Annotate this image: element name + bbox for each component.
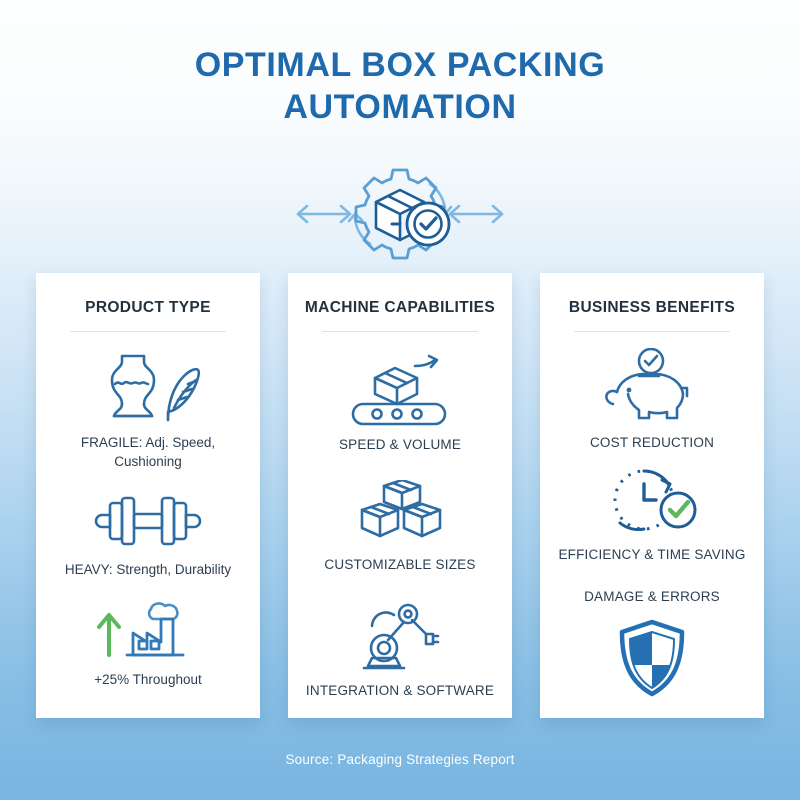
- header-divider: [70, 331, 226, 332]
- card-item: COST REDUCTION: [540, 348, 764, 452]
- card-item-label: FRAGILE: Adj. Speed, Cushioning: [80, 435, 216, 469]
- card-item: HEAVY: Strength, Durability: [36, 491, 260, 579]
- shield-icon: [616, 618, 688, 698]
- source-note: Source: Packaging Strategies Report: [285, 752, 515, 767]
- card-item-label: SPEED & VOLUME: [338, 437, 462, 452]
- card-item-label: CUSTOMIZABLE SIZES: [324, 557, 476, 572]
- card-item: DAMAGE & ERRORS: [540, 578, 764, 698]
- vase-feather-icon: [96, 348, 200, 424]
- factory-growth-arrow-icon: [89, 599, 207, 661]
- page-title: OPTIMAL BOX PACKING AUTOMATION: [0, 44, 800, 128]
- card-item-label: HEAVY: Strength, Durability: [64, 562, 232, 577]
- header-divider: [574, 331, 730, 332]
- card-header: MACHINE CAPABILITIES: [304, 299, 496, 316]
- hero-illustration: [0, 160, 800, 268]
- card-item: EFFICIENCY & TIME SAVING: [540, 466, 764, 564]
- card-item-label: DAMAGE & ERRORS: [584, 589, 720, 604]
- header-divider: [322, 331, 478, 332]
- dumbbell-icon: [94, 491, 202, 551]
- card-header: PRODUCT TYPE: [85, 299, 211, 316]
- card-item-label: +25% Throughout: [94, 672, 202, 687]
- card-item: +25% Throughout: [36, 599, 260, 689]
- card-business-benefits: BUSINESS BENEFITS: [540, 273, 764, 718]
- card-item: FRAGILE: Adj. Speed, Cushioning: [36, 348, 260, 471]
- gear-box-check-cycle-icon: [296, 168, 504, 260]
- card-header: BUSINESS BENEFITS: [568, 299, 736, 316]
- card-machine-capabilities: MACHINE CAPABILITIES: [288, 273, 512, 718]
- card-item: CUSTOMIZABLE SIZES: [288, 480, 512, 574]
- card-item-label: COST REDUCTION: [589, 435, 715, 450]
- card-product-type: PRODUCT TYPE: [36, 273, 260, 718]
- cards-row: PRODUCT TYPE: [36, 273, 764, 718]
- clock-check-icon: [600, 466, 704, 536]
- card-item-label: INTEGRATION & SOFTWARE: [305, 683, 495, 698]
- stacked-boxes-icon: [348, 480, 452, 546]
- card-item: INTEGRATION & SOFTWARE: [288, 600, 512, 700]
- page-title-line-1: OPTIMAL BOX PACKING: [194, 46, 606, 84]
- page-title-line-2: AUTOMATION: [283, 88, 517, 126]
- card-item-label: EFFICIENCY & TIME SAVING: [558, 547, 746, 562]
- robotic-arm-icon: [348, 600, 452, 672]
- card-item: SPEED & VOLUME: [288, 354, 512, 454]
- conveyor-belt-box-icon: [345, 354, 455, 426]
- piggy-bank-check-icon: [597, 348, 707, 424]
